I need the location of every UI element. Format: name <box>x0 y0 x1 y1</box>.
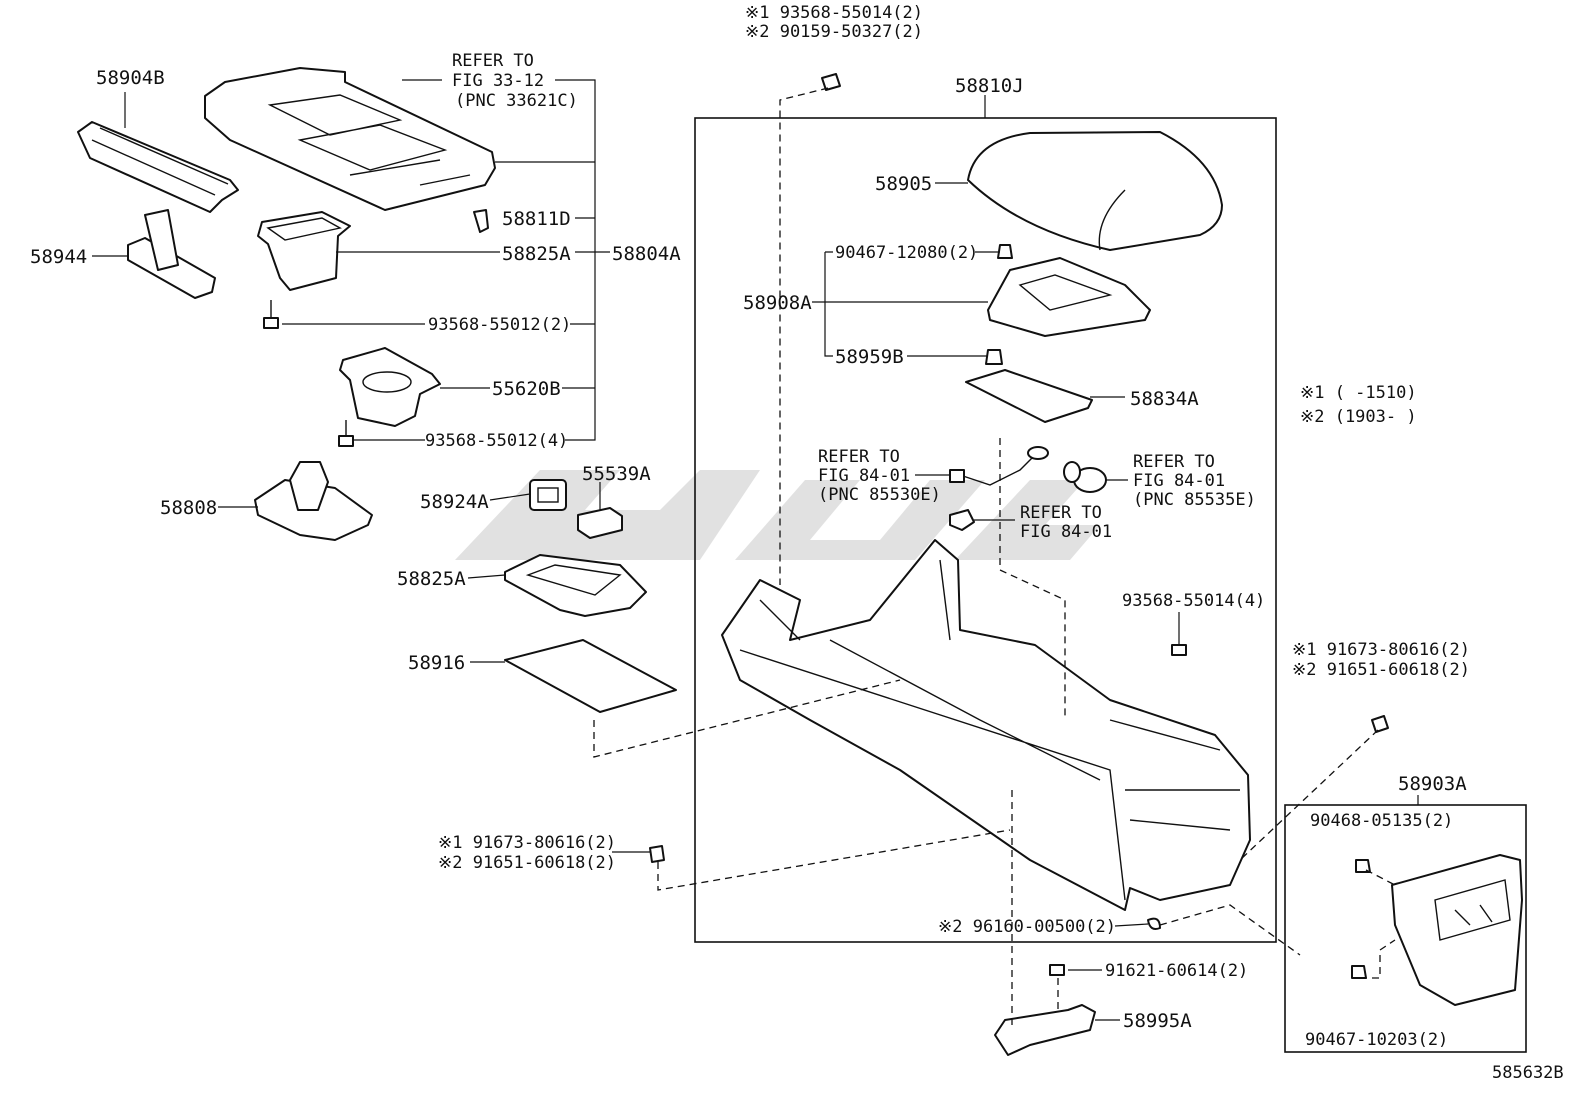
label-93568-55014-4: 93568-55014(4) <box>1122 591 1265 611</box>
label-90468-05135: 90468-05135(2) <box>1310 811 1453 831</box>
label-55620B: 55620B <box>492 378 561 400</box>
label-note-1: ※1 ( -1510) <box>1300 383 1417 403</box>
label-90467-10203: 90467-10203(2) <box>1305 1030 1448 1050</box>
label-ref8401a-line1: REFER TO <box>818 447 900 467</box>
label-55539A: 55539A <box>582 463 651 485</box>
label-ref3312-line1: REFER TO <box>452 51 534 71</box>
label-clip-right-1: ※1 91673-80616(2) <box>1292 640 1470 660</box>
label-ref8401b-line1: REFER TO <box>1133 452 1215 472</box>
label-58959B: 58959B <box>835 346 904 368</box>
label-58905: 58905 <box>875 173 932 195</box>
part-58834A <box>965 369 1093 423</box>
part-switch <box>949 509 975 531</box>
part-58808 <box>254 461 373 541</box>
label-ref8401a-line2: FIG 84-01 <box>818 466 910 486</box>
label-58808: 58808 <box>160 497 217 519</box>
label-clip-right-2: ※2 91651-60618(2) <box>1292 660 1470 680</box>
part-58903A <box>1391 854 1523 1006</box>
label-top-screw-1: ※1 93568-55014(2) <box>745 3 923 23</box>
label-ref8401c-line1: REFER TO <box>1020 503 1102 523</box>
label-58916: 58916 <box>408 652 465 674</box>
label-diagram-code: 585632B <box>1492 1063 1564 1083</box>
clip-icon <box>1351 965 1367 979</box>
part-58905 <box>967 131 1223 251</box>
part-58904B <box>77 121 239 213</box>
part-upper-panel <box>204 67 496 211</box>
label-58810J: 58810J <box>955 75 1024 97</box>
label-58825A-tray: 58825A <box>397 568 466 590</box>
screw-icon <box>1171 644 1187 656</box>
dashed-connection-lines <box>593 87 1396 1030</box>
clip-icon <box>649 845 665 863</box>
label-ref8401a-line3: (PNC 85530E) <box>818 485 941 505</box>
label-ref3312-line3: (PNC 33621C) <box>455 91 578 111</box>
label-58944: 58944 <box>30 246 87 268</box>
label-93568-55012-4: 93568-55012(4) <box>425 431 568 451</box>
label-clip-left-1: ※1 91673-80616(2) <box>438 833 616 853</box>
part-58825A-tray <box>504 554 647 617</box>
label-58834A: 58834A <box>1130 388 1199 410</box>
label-58903A: 58903A <box>1398 773 1467 795</box>
part-55539A <box>577 507 623 539</box>
part-58811D <box>473 209 489 233</box>
screw-icon <box>263 300 279 329</box>
label-58924A: 58924A <box>420 491 489 513</box>
label-91621-60614: 91621-60614(2) <box>1105 961 1248 981</box>
clip-icon <box>1147 917 1161 930</box>
clip-icon <box>1371 715 1389 733</box>
screw-icon <box>997 244 1013 259</box>
label-note-2: ※2 (1903- ) <box>1300 407 1417 427</box>
part-wire-harness <box>949 446 1049 486</box>
label-58908A: 58908A <box>743 292 812 314</box>
part-55620B <box>339 347 441 427</box>
screw-icon <box>821 73 841 91</box>
part-58916 <box>504 639 677 713</box>
label-90467-12080: 90467-12080(2) <box>835 243 978 263</box>
label-58811D: 58811D <box>502 208 571 230</box>
label-ref8401b-line3: (PNC 85535E) <box>1133 490 1256 510</box>
clip-icon <box>1355 859 1371 873</box>
label-58804A: 58804A <box>612 243 681 265</box>
label-93568-55012-2: 93568-55012(2) <box>428 315 571 335</box>
assembly-box-58903A <box>1284 804 1527 1053</box>
label-58904B: 58904B <box>96 67 165 89</box>
part-58825A-cup <box>257 211 351 291</box>
screw-icon <box>985 349 1003 365</box>
part-58995A <box>994 1004 1096 1056</box>
label-ref3312-line2: FIG 33-12 <box>452 71 544 91</box>
label-ref8401c-line2: FIG 84-01 <box>1020 522 1112 542</box>
bolt-icon <box>1049 964 1065 976</box>
label-clip-left-2: ※2 91651-60618(2) <box>438 853 616 873</box>
part-58924A <box>529 479 567 511</box>
label-top-screw-2: ※2 90159-50327(2) <box>745 22 923 42</box>
label-58825A-cup: 58825A <box>502 243 571 265</box>
part-58944 <box>127 209 216 299</box>
screw-icon <box>338 420 354 447</box>
part-console-body <box>721 539 1251 911</box>
leader-lines <box>92 79 1419 1021</box>
text-labels: 58904B REFER TO FIG 33-12 (PNC 33621C) 5… <box>30 3 1564 1083</box>
label-96160-00500: ※2 96160-00500(2) <box>938 917 1116 937</box>
label-ref8401b-line2: FIG 84-01 <box>1133 471 1225 491</box>
label-58995A: 58995A <box>1123 1010 1192 1032</box>
part-58908A <box>987 257 1151 337</box>
